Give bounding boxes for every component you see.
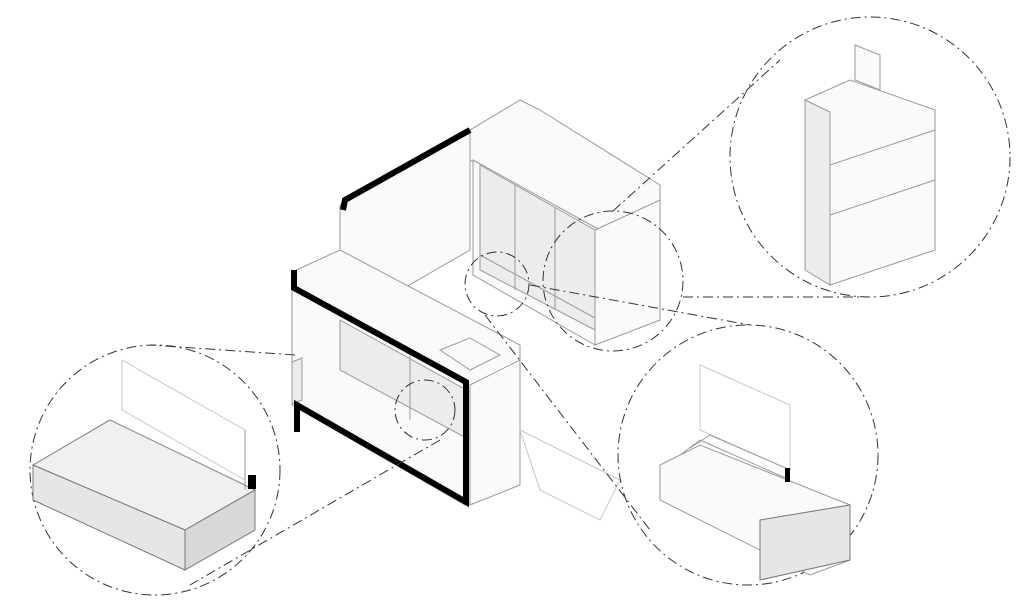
detail-top-right [729, 16, 1011, 298]
building-axonometric [291, 99, 661, 521]
section-cut-lines [291, 127, 472, 508]
detail-bottom-left [29, 344, 281, 596]
callout-markers [149, 59, 870, 586]
detail-bottom-right [617, 324, 879, 586]
callout-circle-sill-upper [464, 251, 530, 317]
callout-circle-sill-lower [394, 379, 456, 441]
